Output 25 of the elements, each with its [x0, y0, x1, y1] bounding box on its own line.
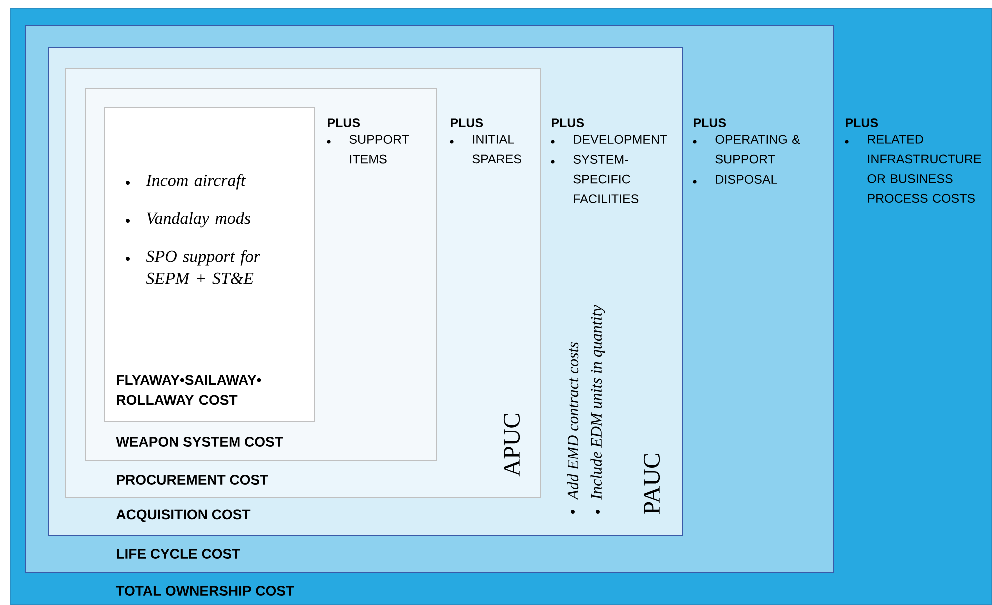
cost-level-label: WEAPON SYSTEM COST [116, 437, 284, 447]
cost-level-label: TOTAL OWNERSHIP COST [116, 586, 294, 596]
cost-level-label: PROCUREMENT COST [117, 475, 268, 485]
handwritten-note: Add EMD contract costs [567, 342, 579, 501]
unit-cost-label: PAUC [644, 454, 660, 514]
handwritten-note: SPO support for SEPM + ST&E [146, 250, 261, 284]
handwritten-note: Include EDM units in quantity [590, 305, 606, 500]
plus-heading: PLUS [694, 118, 726, 128]
list-item: DISPOSAL [716, 175, 778, 184]
list-item: SYSTEM-SPECIFIC FACILITIES [574, 155, 639, 204]
plus-heading: PLUS [328, 118, 360, 128]
plus-heading: PLUS [552, 118, 584, 128]
list-item: SUPPORT ITEMS [350, 135, 410, 164]
plus-heading: PLUS [846, 118, 878, 128]
plus-heading: PLUS [451, 118, 484, 128]
handwritten-note: Vandalay mods [147, 212, 251, 228]
cost-level-label: ACQUISITION COST [116, 510, 251, 522]
list-item: DEVELOPMENT [574, 135, 668, 144]
cost-level-label: LIFE CYCLE COST [117, 549, 240, 559]
handwritten-note: Incom aircraft [146, 174, 246, 190]
list-item: OPERATING & SUPPORT [716, 135, 800, 164]
unit-cost-label: APUC [504, 414, 520, 477]
list-item: INITIAL SPARES [472, 135, 522, 164]
list-item: RELATED INFRASTRUCTURE OR BUSINESS PROCESS COSTS [868, 135, 982, 204]
cost-level-label: FLYAWAY•SAILAWAY• ROLLAWAY COST [117, 375, 262, 406]
